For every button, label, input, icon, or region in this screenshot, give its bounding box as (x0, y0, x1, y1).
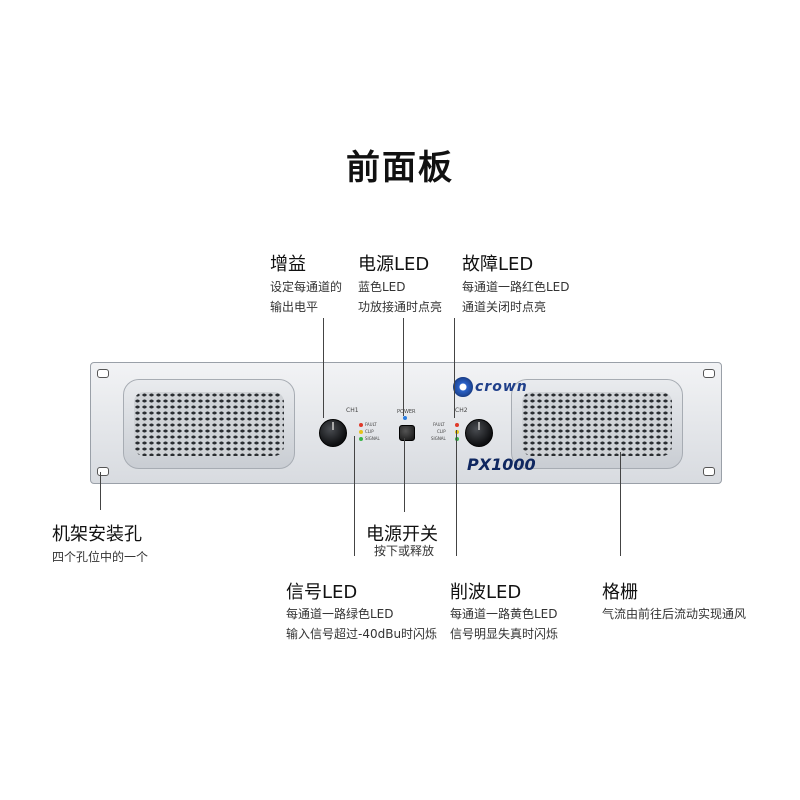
signal-led-desc-1: 每通道一路绿色LED (286, 607, 394, 621)
fault-led-desc-1: 每通道一路红色LED (462, 280, 570, 294)
leader-power-led (403, 318, 404, 416)
power-led (403, 416, 407, 420)
leader-grille (620, 452, 621, 556)
rack-hole-top-right (703, 369, 715, 378)
ch1-fault-label: FAULT (365, 422, 377, 427)
right-grille (522, 392, 672, 456)
ch1-signal-label: SIGNAL (365, 436, 380, 441)
clip-led-desc-2: 信号明显失真时闪烁 (450, 627, 559, 641)
signal-led-desc-2: 输入信号超过-40dBu时闪烁 (286, 627, 438, 641)
clip-led-desc-1: 每通道一路黄色LED (450, 607, 558, 621)
grille-heading: 格栅 (602, 582, 638, 603)
ch2-label: CH2 (455, 407, 468, 414)
model-name: PX1000 (467, 455, 536, 474)
right-grille-frame (511, 379, 683, 469)
clip-led-heading: 削波LED (450, 582, 522, 603)
power-switch-desc: 按下或释放 (374, 544, 435, 558)
leader-fault-led (454, 318, 455, 418)
gain-desc-1: 设定每通道的 (270, 280, 343, 294)
power-led-heading: 电源LED (358, 254, 430, 275)
signal-led-heading: 信号LED (286, 582, 358, 603)
ch2-signal-led (455, 437, 459, 441)
ch2-clip-led (455, 430, 459, 434)
ch1-clip-led (359, 430, 363, 434)
grille-desc: 气流由前往后流动实现通风 (602, 607, 747, 621)
ch1-label: CH1 (346, 407, 359, 414)
ch1-signal-led (359, 437, 363, 441)
fault-led-desc-2: 通道关闭时点亮 (462, 300, 547, 314)
leader-power-switch (404, 438, 405, 512)
page-title: 前面板 (346, 148, 454, 188)
rack-holes-desc: 四个孔位中的一个 (52, 550, 149, 564)
rack-hole-bottom-left (97, 467, 109, 476)
power-switch-heading: 电源开关 (366, 524, 438, 545)
ch1-fault-led (359, 423, 363, 427)
leader-gain (323, 318, 324, 418)
leader-clip-led (456, 430, 457, 556)
power-button[interactable] (399, 425, 415, 441)
leader-signal-led (354, 436, 355, 556)
rack-holes-heading: 机架安装孔 (52, 524, 142, 545)
ch2-clip-label: CLIP (437, 429, 446, 434)
gain-desc-2: 输出电平 (270, 300, 319, 314)
ch2-fault-label: FAULT (433, 422, 445, 427)
ch2-fault-led (455, 423, 459, 427)
fault-led-heading: 故障LED (462, 254, 534, 275)
left-grille (134, 392, 284, 456)
gain-heading: 增益 (270, 254, 306, 275)
leader-rack-hole (100, 472, 101, 510)
rack-hole-top-left (97, 369, 109, 378)
ch1-clip-label: CLIP (365, 429, 374, 434)
brand-name: crown (475, 379, 528, 395)
power-label: POWER (397, 409, 416, 415)
power-led-desc-2: 功放接通时点亮 (358, 300, 443, 314)
left-grille-frame (123, 379, 295, 469)
power-led-desc-1: 蓝色LED (358, 280, 406, 294)
amplifier-front-panel: crown CH1 FAULT CLIP SIGNAL POWER CH2 FA… (90, 362, 722, 484)
rack-hole-bottom-right (703, 467, 715, 476)
ch2-gain-knob[interactable] (465, 419, 493, 447)
ch2-signal-label: SIGNAL (431, 436, 446, 441)
ch1-gain-knob[interactable] (319, 419, 347, 447)
crown-logo (453, 377, 473, 397)
